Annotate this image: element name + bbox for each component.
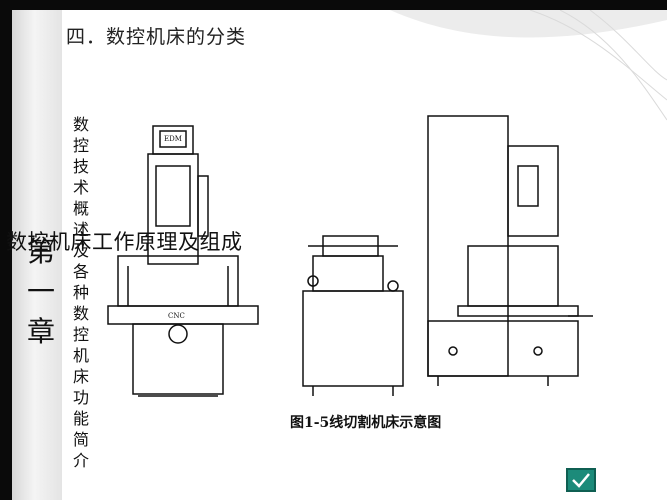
machine-left: [107, 125, 259, 397]
machine-tag-table: CNC: [168, 312, 185, 320]
decorative-swoosh: [390, 10, 667, 121]
chapter-label: 第一章: [26, 235, 55, 348]
machine-right: [427, 115, 593, 386]
figure-caption: 图1-5线切割机床示意图: [290, 415, 442, 431]
vertical-subtitle: 数控技术概述及各种数控机床功能简介: [72, 115, 89, 470]
machine-tag-top: EDM: [164, 135, 182, 143]
slide-title: 四．数控机床的分类: [66, 26, 247, 48]
wire-edm-machine-figure: EDM CNC: [98, 106, 618, 436]
machine-middle: [302, 235, 404, 396]
overlay-caption-text: 数控机床工作原理及组成: [6, 230, 243, 254]
nav-check-button[interactable]: [566, 468, 596, 492]
slide-sidebar: [12, 10, 62, 500]
check-icon: [572, 473, 590, 488]
